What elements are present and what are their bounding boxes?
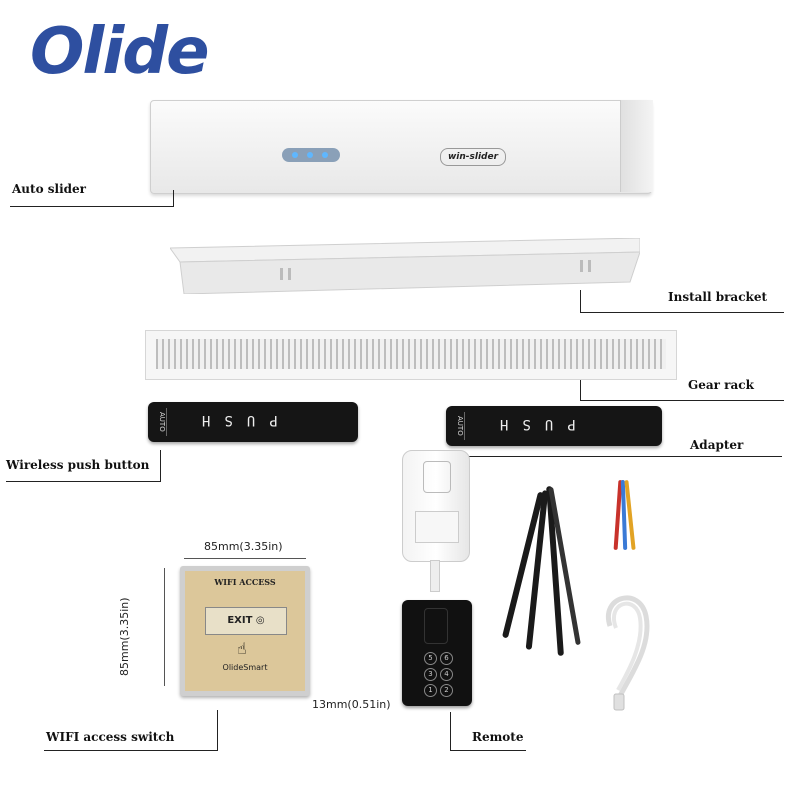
adapter-sticker: [415, 511, 459, 543]
power-adapter: [402, 450, 470, 562]
push-button-right: AUTO PUSH: [446, 406, 662, 446]
remote-clip: [424, 608, 448, 644]
width-dimension-line: [184, 558, 306, 559]
push-button-leader-line: [160, 450, 161, 481]
remote-key: 4: [440, 668, 453, 681]
gear-rack-teeth: [156, 339, 666, 369]
wifi-access-switch: WIFI ACCESS EXIT ◎ ☝ OlideSmart: [180, 566, 310, 696]
push-button-label: Wireless push button: [6, 458, 150, 472]
wifi-switch-leader-line: [217, 710, 218, 751]
gear-rack: [145, 330, 677, 380]
led-indicator: [292, 152, 298, 158]
auto-slider-leader-line: [10, 206, 174, 207]
install-bracket: [170, 238, 640, 294]
width-dimension: 85mm(3.35in): [204, 540, 283, 553]
remote-control: 5 6 3 4 1 2: [402, 600, 472, 706]
install-bracket-label: Install bracket: [668, 290, 767, 304]
adapter-label: Adapter: [690, 438, 744, 452]
led-indicator: [307, 152, 313, 158]
slider-brand-tag: win-slider: [440, 148, 506, 166]
remote-key: 1: [424, 684, 437, 697]
adapter-leader-line: [466, 456, 782, 457]
wifi-panel-title: WIFI ACCESS: [214, 577, 276, 587]
push-text: PUSH: [188, 412, 278, 428]
remote-label: Remote: [472, 730, 524, 744]
wifi-footer-brand: OlideSmart: [222, 663, 268, 672]
remote-key: 2: [440, 684, 453, 697]
remote-leader-line: [450, 750, 526, 751]
remote-leader-line: [450, 712, 451, 751]
auto-slider-unit: [150, 100, 652, 194]
hand-icon: ☝: [237, 639, 247, 658]
wifi-switch-label: WIFI access switch: [46, 730, 175, 744]
led-indicator: [322, 152, 328, 158]
height-dimension-line: [164, 568, 165, 686]
push-button-leader-line: [6, 481, 161, 482]
gear-rack-leader-line: [580, 380, 581, 400]
gear-rack-leader-line: [580, 400, 784, 401]
wifi-switch-leader-line: [44, 750, 218, 751]
auto-slider-label: Auto slider: [12, 182, 86, 196]
auto-slider-end-cap: [620, 100, 653, 192]
exit-text: EXIT: [227, 615, 253, 626]
install-bracket-leader-line: [580, 312, 784, 313]
remote-key: 5: [424, 652, 437, 665]
slider-led-panel: [282, 148, 340, 162]
remote-key: 6: [440, 652, 453, 665]
height-dimension: 85mm(3.35in): [118, 597, 131, 676]
adapter-plug: [423, 461, 451, 493]
exit-button-graphic: EXIT ◎: [205, 607, 287, 635]
push-auto-text: AUTO: [152, 408, 167, 436]
install-bracket-leader-line: [580, 290, 581, 312]
push-button-left: AUTO PUSH: [148, 402, 358, 442]
push-auto-text: AUTO: [450, 412, 465, 440]
remote-key: 3: [424, 668, 437, 681]
auto-slider-leader-line: [173, 190, 174, 207]
wifi-icon: ◎: [255, 615, 265, 626]
depth-dimension: 13mm(0.51in): [312, 698, 391, 711]
gear-rack-label: Gear rack: [688, 378, 754, 392]
push-text: PUSH: [486, 416, 576, 432]
brand-logo: Olide: [30, 15, 209, 89]
usb-cable: [605, 595, 650, 711]
adapter-cable: [430, 560, 440, 592]
